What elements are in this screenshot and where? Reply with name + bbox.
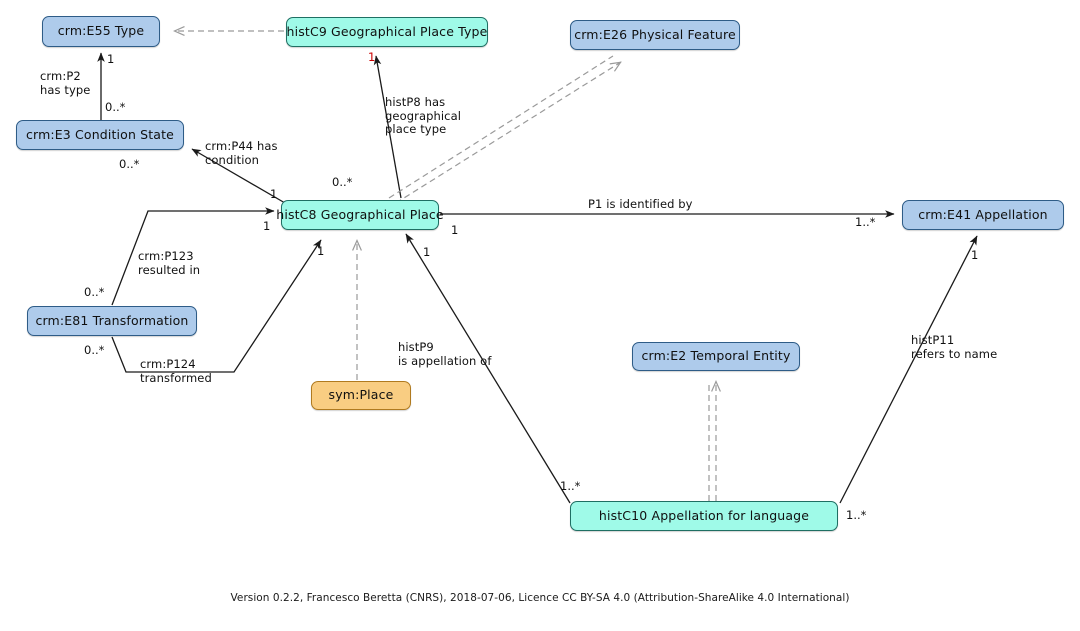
node-label: crm:E55 Type	[57, 23, 145, 39]
edge-label-p124: crm:P124 transformed	[140, 357, 212, 385]
node-label: crm:E41 Appellation	[918, 206, 1048, 222]
edge-label-p8: histP8 has geographical place type	[385, 95, 462, 136]
multiplicity-p124-source: 0..*	[84, 343, 105, 357]
multiplicity-p124-target: 1	[317, 244, 325, 258]
node-label: crm:E3 Condition State	[25, 126, 174, 142]
node-crm-e2-temporal-entity[interactable]: crm:E2 Temporal Entity	[632, 342, 800, 371]
node-label: crm:E26 Physical Feature	[574, 26, 736, 42]
node-label: histC8 Geographical Place	[276, 206, 444, 222]
node-crm-e41-appellation[interactable]: crm:E41 Appellation	[902, 200, 1064, 230]
node-crm-e55-type[interactable]: crm:E55 Type	[42, 16, 160, 47]
multiplicity-p1-target: 1..*	[855, 215, 876, 229]
multiplicity-p123-target: 1	[263, 219, 271, 233]
node-label: crm:E2 Temporal Entity	[641, 348, 791, 364]
node-histc8-geographical-place[interactable]: histC8 Geographical Place	[276, 200, 444, 230]
footer-credit: Version 0.2.2, Francesco Beretta (CNRS),…	[230, 592, 850, 604]
multiplicity-p1-source: 1	[451, 223, 459, 237]
node-crm-e3-condition-state[interactable]: crm:E3 Condition State	[16, 120, 184, 150]
node-histc10-appellation-for-language[interactable]: histC10 Appellation for language	[570, 501, 838, 531]
multiplicity-p44-target: 0..*	[119, 157, 140, 171]
multiplicity-p123-source: 0..*	[84, 285, 105, 299]
multiplicity-p11-target: 1	[971, 248, 979, 262]
multiplicity-p44-source: 1	[270, 187, 278, 201]
edge-label-p123: crm:P123 resulted in	[138, 249, 201, 277]
multiplicity-p8-source: 0..*	[332, 175, 353, 189]
multiplicity-p11-source: 1..*	[846, 508, 867, 522]
edge-label-p9: histP9 is appellation of	[398, 340, 492, 368]
multiplicity-p2-source: 0..*	[105, 100, 126, 114]
edge-label-p11: histP11 refers to name	[911, 333, 998, 361]
multiplicity-p2-target: 1	[107, 52, 115, 66]
node-label: histC10 Appellation for language	[598, 507, 810, 523]
edge-generalization-c10-e2	[708, 380, 721, 501]
node-crm-e26-physical-feature[interactable]: crm:E26 Physical Feature	[570, 20, 740, 50]
edge-label-p2: crm:P2 has type	[40, 69, 91, 97]
node-sym-place[interactable]: sym:Place	[311, 381, 411, 410]
node-crm-e81-transformation[interactable]: crm:E81 Transformation	[27, 306, 197, 336]
node-histc9-geographical-place-type[interactable]: histC9 Geographical Place Type	[286, 17, 488, 47]
multiplicity-p9-target: 1	[423, 245, 431, 259]
node-label: histC9 Geographical Place Type	[286, 23, 488, 39]
node-label: crm:E81 Transformation	[35, 312, 189, 328]
node-label: sym:Place	[328, 387, 394, 403]
edge-p11	[839, 235, 978, 504]
edge-label-p44: crm:P44 has condition	[205, 139, 278, 167]
edge-label-p1: P1 is identified by	[588, 197, 693, 211]
multiplicity-p9-source: 1..*	[560, 479, 581, 493]
edge-p9	[405, 233, 571, 504]
multiplicity-p8-target: 1	[368, 50, 376, 64]
